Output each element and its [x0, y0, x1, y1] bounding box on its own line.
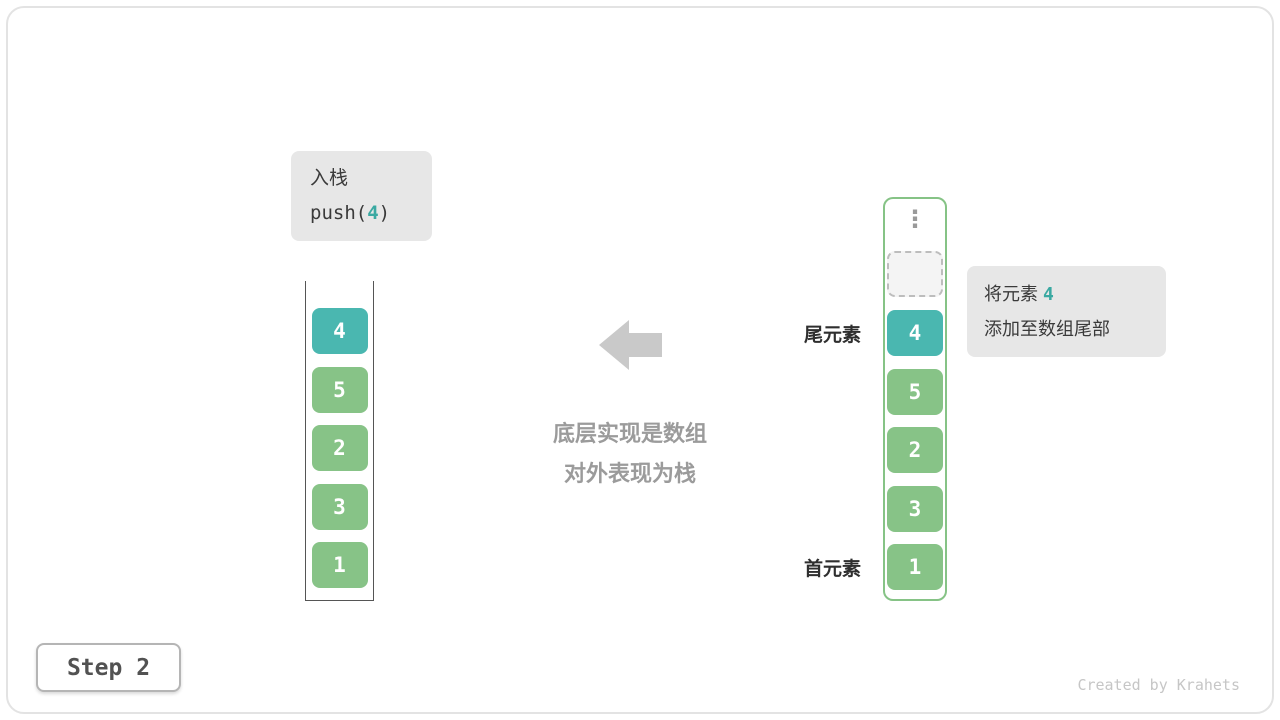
- note-line-1: 将元素 4: [984, 277, 1166, 312]
- stack-cell: 3: [311, 483, 368, 530]
- head-element-label: 首元素: [803, 559, 861, 580]
- tail-element-label: 尾元素: [803, 325, 861, 346]
- array-cell-tail: 4: [887, 310, 943, 356]
- code-arg: 4: [367, 202, 379, 224]
- caption-line-1: 底层实现是数组: [552, 421, 707, 446]
- stack-cell-top: 4: [311, 308, 368, 354]
- empty-slot: [887, 251, 943, 297]
- push-operation-callout: 入栈 push(4): [291, 151, 432, 241]
- note-line1-value: 4: [1043, 284, 1054, 305]
- code-prefix: push(: [310, 202, 368, 224]
- note-callout: 将元素 4 添加至数组尾部: [967, 266, 1166, 357]
- array-cell: 3: [887, 485, 943, 532]
- caption-line-2: 对外表现为栈: [563, 461, 696, 486]
- stack-cell: 5: [311, 366, 368, 413]
- array-cell: 5: [887, 368, 943, 415]
- push-callout-title: 入栈: [310, 168, 349, 189]
- array-cell-head: 1: [887, 544, 943, 590]
- push-callout-code: push(4): [310, 196, 432, 231]
- code-suffix: ): [378, 202, 391, 224]
- stack-cell: 1: [311, 542, 368, 588]
- stack-cell: 2: [311, 425, 368, 471]
- arrow-left-icon: [599, 320, 662, 370]
- note-line-2: 添加至数组尾部: [984, 319, 1110, 339]
- array-view-container: ⋮ 4 5 2 3 1: [883, 197, 947, 601]
- step-badge: Step 2: [36, 643, 181, 692]
- note-line1-text: 将元素: [984, 284, 1044, 304]
- stack-view-container: 4 5 2 3 1: [305, 281, 374, 601]
- center-caption: 底层实现是数组 对外表现为栈: [450, 414, 810, 494]
- diagram-frame: [6, 6, 1274, 714]
- array-cell: 2: [887, 427, 943, 473]
- vertical-ellipsis-icon: ⋮: [903, 206, 927, 233]
- credit-text: Created by Krahets: [1077, 676, 1240, 694]
